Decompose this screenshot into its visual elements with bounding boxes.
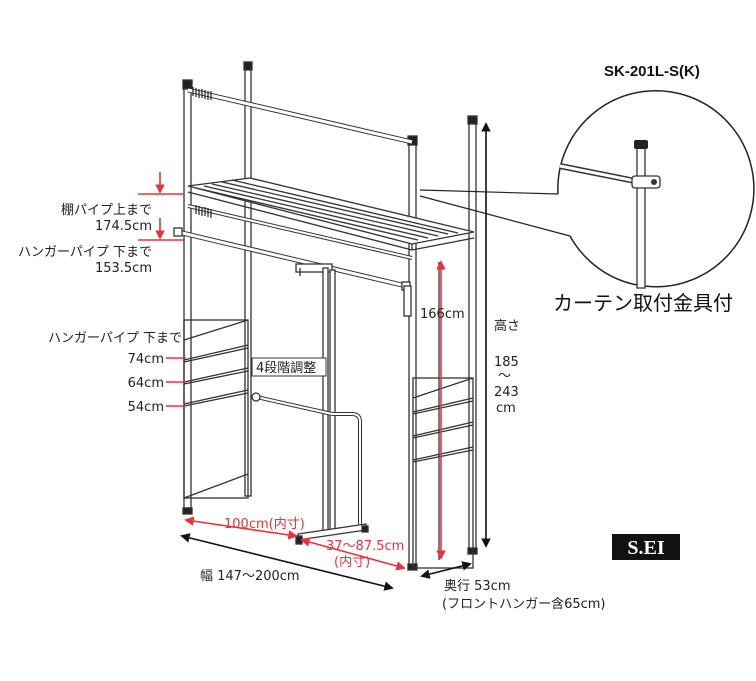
height-unit: cm (496, 401, 516, 416)
inset-caption: カーテン取付金具付 (553, 291, 733, 315)
hanger-levels-title: ハンガーパイプ 下まで (48, 331, 182, 346)
four-step-box (251, 357, 327, 377)
brand-logo-text: S.EI (627, 537, 664, 559)
four-step-label: 4段階調整 (256, 361, 316, 376)
left-front-pole (183, 87, 192, 509)
width-label: 幅 147～200cm (200, 569, 300, 584)
depth-note: (フロントハンガー含65cm) (442, 596, 606, 612)
front-range-note: (内寸) (334, 554, 370, 570)
level-54-label: 54cm (128, 400, 164, 415)
brand-logo: S.EI (612, 534, 680, 560)
height-min: 185 (494, 355, 519, 370)
depth-label: 奥行 53cm (444, 579, 511, 594)
shelf-pipe-top-value: 174.5cm (95, 219, 152, 234)
side-height-label: 166cm (420, 307, 465, 322)
hanger-pipe-low-value: 153.5cm (95, 261, 152, 276)
curtain-fitting-detail (419, 90, 755, 289)
inner-width-label: 100cm(内寸) (224, 516, 305, 532)
rack-frame (173, 61, 478, 571)
level-64-label: 64cm (128, 376, 164, 391)
model-number: SK-201L-S(K) (604, 63, 700, 80)
black-dimensions (180, 122, 491, 591)
height-title: 高さ (494, 318, 520, 334)
height-max: 243 (494, 385, 519, 400)
hanger-pipe-low-label: ハンガーパイプ 下まで (18, 245, 152, 260)
level-74-label: 74cm (128, 352, 164, 367)
height-tilde: ～ (498, 369, 511, 384)
front-range-label: 37～87.5cm (326, 539, 404, 554)
shelf-pipe-top-label: 棚パイプ上まで (61, 203, 152, 218)
